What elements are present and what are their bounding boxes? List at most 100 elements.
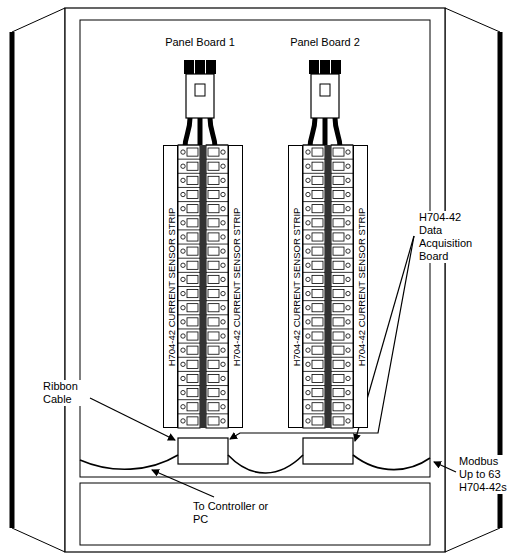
current-sensor <box>312 162 323 170</box>
sensor-ring <box>181 178 185 182</box>
sensor-ring <box>181 405 185 409</box>
current-sensor <box>208 318 219 326</box>
sensor-divider <box>206 215 228 216</box>
modbus-cable <box>228 455 303 473</box>
breaker-switch <box>320 84 330 96</box>
sensor-ring <box>346 192 350 196</box>
sensor-ring <box>306 419 310 423</box>
sensor-divider <box>331 145 353 146</box>
current-sensor <box>187 403 198 411</box>
sensor-ring <box>221 178 225 182</box>
sensor-divider <box>331 399 353 400</box>
current-sensor <box>187 219 198 227</box>
sensor-ring <box>346 291 350 295</box>
sensor-ring <box>306 390 310 394</box>
sensor-divider <box>331 357 353 358</box>
sensor-divider <box>303 385 325 386</box>
sensor-ring <box>306 263 310 267</box>
sensor-ring <box>346 263 350 267</box>
sensor-divider <box>206 244 228 245</box>
current-sensor <box>333 176 344 184</box>
sensor-divider <box>303 328 325 329</box>
current-sensor <box>208 275 219 283</box>
current-sensor <box>333 219 344 227</box>
sensor-divider <box>331 328 353 329</box>
sensor-divider <box>303 159 325 160</box>
data-acquisition-board <box>178 438 228 464</box>
sensor-divider <box>303 258 325 259</box>
sensor-divider <box>206 371 228 372</box>
current-sensor <box>333 205 344 213</box>
current-sensor <box>312 389 323 397</box>
sensor-ring <box>346 221 350 225</box>
sensor-ring <box>181 263 185 267</box>
current-sensor <box>312 261 323 269</box>
sensor-ring <box>306 150 310 154</box>
sensor-divider <box>331 244 353 245</box>
right-door-edge <box>498 32 503 528</box>
current-sensor <box>333 417 344 425</box>
current-sensor <box>333 403 344 411</box>
sensor-ring <box>221 419 225 423</box>
sensor-divider <box>331 300 353 301</box>
sensor-ring <box>306 164 310 168</box>
sensor-strip: H704-42 CURRENT SENSOR STRIP <box>228 145 243 428</box>
breaker-terminal <box>195 60 205 74</box>
current-sensor <box>312 304 323 312</box>
current-sensor <box>333 374 344 382</box>
callout-label: Modbus Up to 63 H704-42s <box>458 455 509 494</box>
strip-spine <box>325 145 331 428</box>
current-sensor <box>187 304 198 312</box>
sensor-ring <box>306 221 310 225</box>
sensor-ring <box>346 277 350 281</box>
sensor-ring <box>221 235 225 239</box>
left-door <box>12 8 65 552</box>
sensor-ring <box>181 362 185 366</box>
current-sensor <box>333 332 344 340</box>
sensor-strip: H704-42 CURRENT SENSOR STRIP <box>288 145 303 428</box>
sensor-divider <box>331 187 353 188</box>
sensor-ring <box>221 320 225 324</box>
sensor-ring <box>346 390 350 394</box>
sensor-column <box>178 145 200 428</box>
current-sensor <box>187 190 198 198</box>
sensor-ring <box>221 221 225 225</box>
sensor-ring <box>221 277 225 281</box>
sensor-divider <box>178 229 200 230</box>
current-sensor <box>208 190 219 198</box>
sensor-divider <box>303 357 325 358</box>
current-sensor <box>333 275 344 283</box>
sensor-column <box>206 145 228 428</box>
sensor-divider <box>206 145 228 146</box>
sensor-ring <box>346 235 350 239</box>
strip-label: H704-42 CURRENT SENSOR STRIP <box>165 207 176 366</box>
current-sensor <box>187 162 198 170</box>
sensor-divider <box>178 201 200 202</box>
sensor-divider <box>303 399 325 400</box>
sensor-ring <box>306 192 310 196</box>
current-sensor <box>208 205 219 213</box>
sensor-ring <box>181 206 185 210</box>
panel-title: Panel Board 2 <box>280 36 370 49</box>
breaker-body <box>311 74 339 118</box>
sensor-ring <box>181 150 185 154</box>
leader-line <box>434 462 456 472</box>
sensor-divider <box>331 286 353 287</box>
sensor-ring <box>306 249 310 253</box>
sensor-column <box>303 145 325 428</box>
sensor-ring <box>181 419 185 423</box>
sensor-divider <box>206 258 228 259</box>
sensor-divider <box>178 272 200 273</box>
sensor-ring <box>346 206 350 210</box>
sensor-ring <box>306 306 310 310</box>
current-sensor <box>208 290 219 298</box>
bottom-compartment <box>80 483 430 545</box>
sensor-ring <box>221 390 225 394</box>
sensor-divider <box>206 173 228 174</box>
sensor-divider <box>303 187 325 188</box>
sensor-divider <box>178 173 200 174</box>
left-door-edge <box>10 32 15 528</box>
current-sensor <box>312 219 323 227</box>
current-sensor <box>187 176 198 184</box>
sensor-divider <box>178 300 200 301</box>
